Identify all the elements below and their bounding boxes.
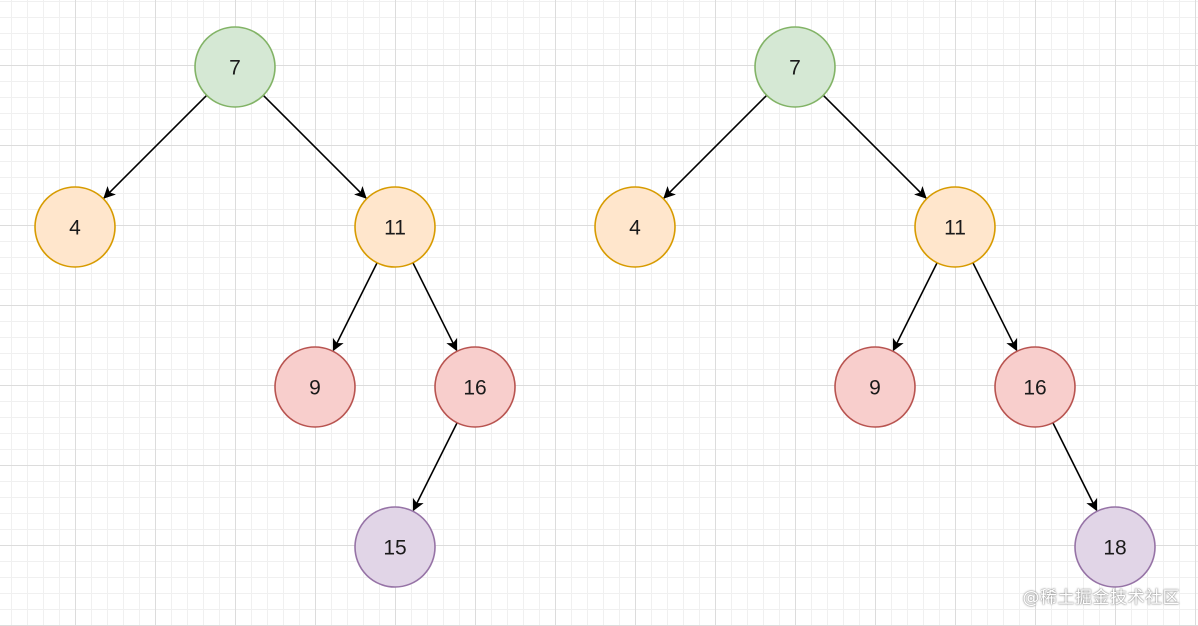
node-circle [1074,506,1156,588]
node-circle [354,186,436,268]
edge-arrow-16-to-18 [1052,422,1098,512]
edge-arrow-11-to-16 [412,262,458,352]
edges-layer [103,94,1098,512]
node-circle [754,26,836,108]
node-circle [274,346,356,428]
node-label: 11 [384,217,406,240]
tree-node-9: 9 [274,346,356,428]
edge-arrow-11-to-16 [972,262,1018,352]
node-label: 4 [629,217,641,240]
node-label: 7 [789,57,801,80]
node-circle [834,346,916,428]
tree-node-7: 7 [754,26,836,108]
node-label: 16 [463,377,486,400]
tree-node-7: 7 [194,26,276,108]
edge-arrow-11-to-9 [332,262,378,352]
tree-node-9: 9 [834,346,916,428]
node-label: 4 [69,217,81,240]
tree-node-16: 16 [434,346,516,428]
node-label: 16 [1023,377,1046,400]
node-circle [194,26,276,108]
tree-node-18: 18 [1074,506,1156,588]
node-label: 15 [383,537,406,560]
node-circle [914,186,996,268]
tree-node-4: 4 [34,186,116,268]
tree-node-4: 4 [594,186,676,268]
node-label: 9 [309,377,321,400]
watermark: @稀土掘金技术社区 [1022,588,1180,608]
node-circle [434,346,516,428]
nodes-layer: 7 4 11 9 16 15 7 4 11 9 16 18 [34,26,1156,588]
tree-node-11: 11 [354,186,436,268]
node-label: 18 [1103,537,1126,560]
edge-arrow-7-to-11 [822,94,927,199]
node-circle [594,186,676,268]
edge-arrow-7-to-4 [663,94,768,199]
edge-arrow-16-to-15 [412,422,458,512]
tree-node-16: 16 [994,346,1076,428]
node-circle [34,186,116,268]
edge-arrow-7-to-4 [103,94,208,199]
node-circle [994,346,1076,428]
node-circle [354,506,436,588]
tree-node-15: 15 [354,506,436,588]
node-label: 9 [869,377,881,400]
tree-node-11: 11 [914,186,996,268]
edge-arrow-11-to-9 [892,262,938,352]
node-label: 7 [229,57,241,80]
edge-arrow-7-to-11 [262,94,367,199]
node-label: 11 [944,217,966,240]
